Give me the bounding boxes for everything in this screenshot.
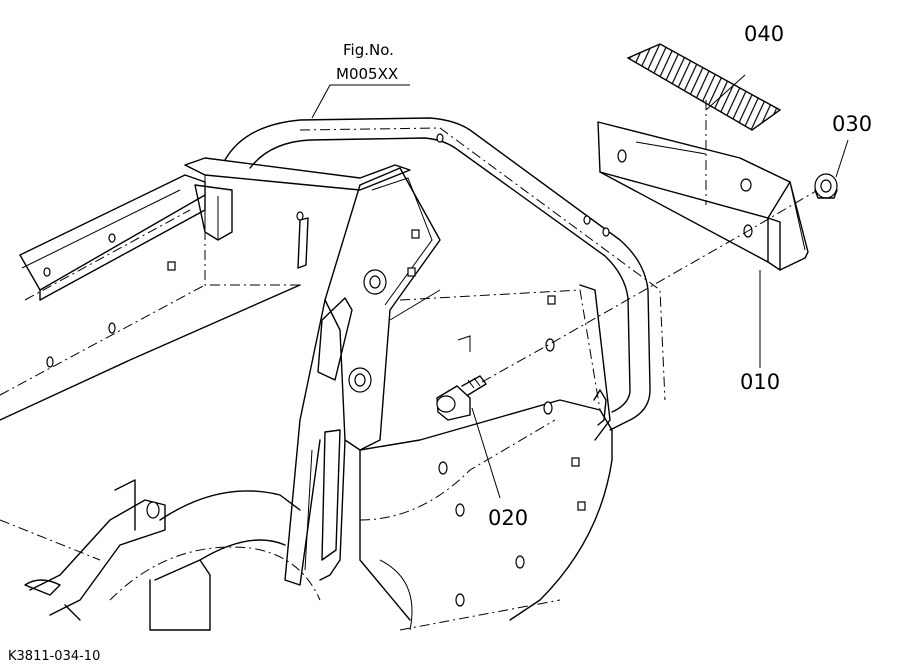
nut-part-030: [814, 173, 838, 199]
label-part-040: [626, 43, 782, 131]
bolt-part-020: [436, 375, 487, 421]
chassis-frame: [0, 117, 666, 631]
callout-030: 030: [832, 112, 872, 136]
bracket-part-010: [597, 121, 809, 271]
figure-number-value: M005XX: [336, 65, 398, 83]
callout-040: 040: [744, 22, 784, 46]
callout-020: 020: [488, 506, 528, 530]
figure-number-label: Fig.No.: [343, 41, 394, 59]
assembly-lines: [311, 74, 849, 499]
callout-010: 010: [740, 370, 780, 394]
drawing-reference-code: K3811-034-10: [8, 649, 100, 664]
